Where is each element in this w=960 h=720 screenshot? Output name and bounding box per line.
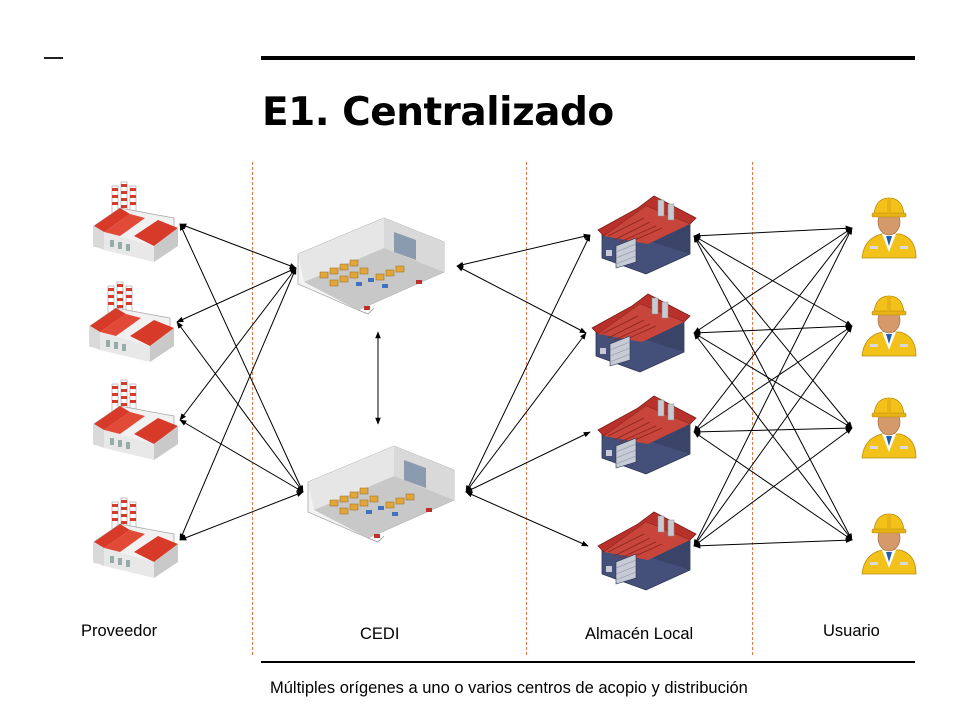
warehouse-icon <box>597 395 697 475</box>
arrow-prov3-cedi1 <box>179 267 297 421</box>
arrow-alm3-user2 <box>693 325 853 433</box>
distribution-center-icon <box>307 445 455 543</box>
arrow-alm1-user1 <box>693 225 853 239</box>
arrow-cedi1-alm1 <box>456 233 591 268</box>
worker-icon <box>861 197 917 259</box>
column-label-almacen-local: Almacén Local <box>585 625 694 643</box>
factory-icon <box>93 181 179 263</box>
worker-icon <box>861 397 917 459</box>
caption-rule <box>261 661 915 663</box>
slide-caption: Múltiples orígenes a uno o varios centro… <box>270 679 748 697</box>
arrow-alm2-user3 <box>693 332 853 429</box>
arrow-alm3-user1 <box>693 227 853 433</box>
distribution-center-icon <box>297 217 445 315</box>
column-label-usuario: Usuario <box>823 622 880 640</box>
warehouse-icon <box>597 195 697 275</box>
title-rule-top <box>261 56 915 60</box>
worker-icon <box>861 513 917 575</box>
arrow-cedi2-alm4 <box>465 491 589 547</box>
arrow-alm4-user1 <box>693 227 853 547</box>
column-label-cedi: CEDI <box>360 625 400 643</box>
arrow-cedi2-alm2 <box>465 332 587 493</box>
arrow-cedi2-alm3 <box>465 431 591 493</box>
factory-icon <box>93 497 179 579</box>
column-label-proveedor: Proveedor <box>81 622 158 640</box>
arrow-alm3-user3 <box>693 425 853 435</box>
arrow-prov3-cedi2 <box>179 419 304 493</box>
arrow-alm4-user2 <box>693 325 853 547</box>
arrow-prov2-cedi2 <box>176 321 304 493</box>
worker-icon <box>861 295 917 357</box>
slide-title: E1. Centralizado <box>262 90 614 135</box>
warehouse-icon <box>597 511 697 591</box>
arrow-cedi2-alm1 <box>465 234 591 493</box>
arrow-prov4-cedi2 <box>179 491 304 541</box>
arrow-alm2-user1 <box>693 227 853 334</box>
arrow-prov2-cedi1 <box>176 267 297 323</box>
factory-icon <box>89 281 175 363</box>
arrow-cedi1-alm2 <box>456 265 587 334</box>
warehouse-icon <box>591 293 691 373</box>
arrow-alm4-user4 <box>693 537 853 549</box>
connection-arrows <box>176 223 853 549</box>
factory-icon <box>93 379 179 461</box>
arrow-prov4-cedi1 <box>179 267 297 541</box>
slide-dash-mark <box>44 57 63 59</box>
arrow-prov1-cedi2 <box>179 223 304 493</box>
arrow-alm3-user4 <box>693 431 853 541</box>
arrow-alm4-user3 <box>693 427 853 547</box>
